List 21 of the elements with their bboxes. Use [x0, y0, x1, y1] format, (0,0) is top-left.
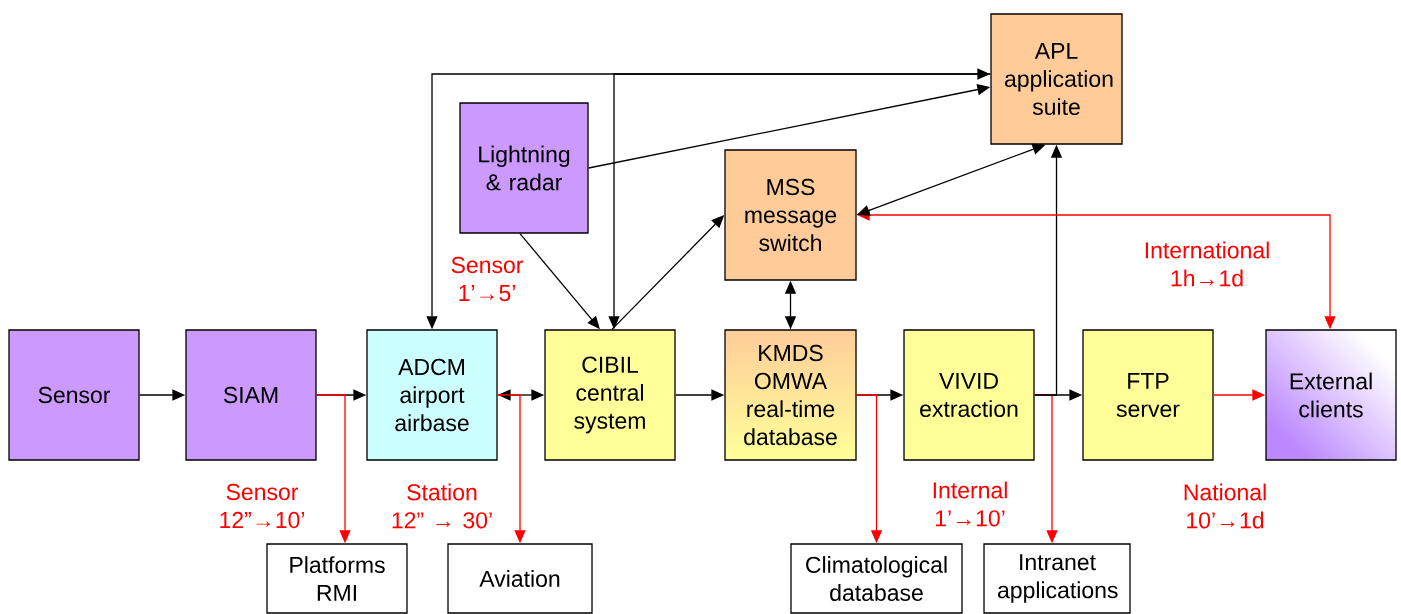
process-box: CIBIL central system — [544, 329, 676, 461]
process-box: External clients — [1265, 329, 1397, 461]
annotation-label: National 10’→1d — [1184, 483, 1266, 529]
process-box: Intranet applications — [983, 543, 1131, 614]
annotation-label: Station 12” → 30’ — [392, 483, 492, 529]
process-box: ADCM airport airbase — [366, 329, 498, 461]
annotation-label: Internal 1’→10’ — [933, 481, 1007, 527]
process-box: Climatological database — [790, 543, 963, 614]
annotation-label: International 1h→1d — [1145, 241, 1269, 287]
process-box: VIVID extraction — [903, 329, 1035, 461]
process-box: Platforms RMI — [266, 543, 408, 614]
annotation-label: Sensor 12”→10’ — [220, 483, 305, 529]
process-box: FTP server — [1082, 329, 1214, 461]
process-box: Lightning & radar — [459, 102, 589, 234]
process-box: Sensor — [8, 329, 140, 461]
process-box: Aviation — [447, 543, 593, 614]
process-box: MSS message switch — [724, 149, 857, 281]
process-box: KMDS OMWA real-time database — [724, 329, 857, 461]
process-box: SIAM — [185, 329, 317, 461]
annotation-label: Sensor 1’→5’ — [451, 256, 524, 302]
process-box: APL application suite — [990, 13, 1123, 145]
